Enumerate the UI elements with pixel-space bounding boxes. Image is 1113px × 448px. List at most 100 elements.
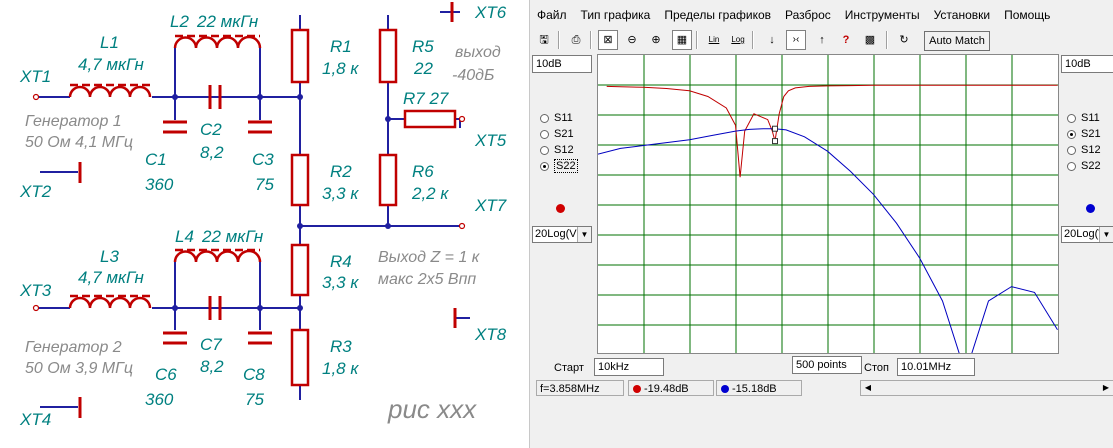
value-c2: 8,2 xyxy=(200,143,224,162)
chevron-down-icon: ▼ xyxy=(577,227,591,242)
menu-tools[interactable]: Инструменты xyxy=(844,8,920,22)
label-l2: L2 xyxy=(170,12,189,31)
points-field[interactable]: 500 points xyxy=(792,356,862,374)
trace-s22 xyxy=(606,84,1058,178)
grid-icon[interactable]: ▩ xyxy=(864,34,876,46)
label-c7: C7 xyxy=(200,335,222,354)
label-l1: L1 xyxy=(100,33,119,52)
rf-simulator-window: Файл Тип графика Пределы графиков Разбро… xyxy=(529,0,1113,448)
label-c6: C6 xyxy=(155,365,177,384)
stop-freq-field[interactable]: 10.01MHz xyxy=(897,358,975,376)
value-r1: 1,8 к xyxy=(322,59,359,78)
label-xt4: XT4 xyxy=(19,410,51,429)
right-scale-field[interactable]: 10dB xyxy=(1061,55,1113,73)
label-r4: R4 xyxy=(330,252,352,271)
left-scale-field[interactable]: 10dB xyxy=(532,55,592,73)
radio-circle xyxy=(540,113,549,123)
out-main-max: макс 2х5 Впп xyxy=(378,271,476,288)
menu-chart-limits[interactable]: Пределы графиков xyxy=(664,8,772,22)
chevron-down-icon: ▼ xyxy=(1099,227,1113,242)
scroll-right-icon[interactable]: ▶ xyxy=(1102,383,1110,392)
label-r1: R1 xyxy=(330,37,352,56)
status-blue-value: -15.18dB xyxy=(716,380,802,396)
left-param-radio-group: S11 S21 S12 S22 xyxy=(540,110,578,174)
value-r6: 2,2 к xyxy=(411,184,449,203)
toolbar-separator xyxy=(886,31,888,49)
value-r5: 22 xyxy=(413,59,433,78)
value-c6: 360 xyxy=(145,390,174,409)
radio-circle xyxy=(540,129,549,139)
label-c1: C1 xyxy=(145,150,167,169)
left-radio-s11[interactable]: S11 xyxy=(540,110,578,126)
marker-s21[interactable] xyxy=(772,125,779,132)
zoom-in-icon[interactable]: ›‹ xyxy=(786,30,806,50)
left-radio-s21[interactable]: S21 xyxy=(540,126,578,142)
right-radio-s12[interactable]: S12 xyxy=(1067,142,1101,158)
ground-bars xyxy=(78,2,457,418)
stop-label: Стоп xyxy=(864,362,889,374)
left-radio-s12[interactable]: S12 xyxy=(540,142,578,158)
gen2-title: Генератор 2 xyxy=(25,339,122,356)
log-scale-button[interactable]: Log xyxy=(731,35,745,44)
label-l4: L4 xyxy=(175,227,194,246)
table-icon[interactable]: ▦ xyxy=(672,30,692,50)
gen1-params: 50 Ом 4,1 МГц xyxy=(25,134,133,151)
terminal-circles xyxy=(32,93,466,312)
radio-circle xyxy=(1067,161,1076,171)
red-dot-icon xyxy=(633,385,641,394)
select-value: 20Log(V xyxy=(1064,228,1106,240)
inductors xyxy=(68,34,262,309)
menu-help[interactable]: Помощь xyxy=(1004,8,1051,22)
toolbar: 🖫 ⎙ ⊠ ⊖ ⊕ ▦ Lin Log ↓ ›‹ ↑ ? ▩ ↻ Auto Ma… xyxy=(530,28,1113,52)
rect-chart-icon[interactable]: ⊠ xyxy=(598,30,618,50)
left-trace-color-dot[interactable] xyxy=(556,204,565,213)
print-icon[interactable]: ⎙ xyxy=(571,34,581,46)
tune-icon[interactable]: ? xyxy=(842,34,850,46)
auto-match-button[interactable]: Auto Match xyxy=(924,31,990,51)
left-radio-s22[interactable]: S22 xyxy=(540,158,578,174)
right-format-select[interactable]: 20Log(V▼ xyxy=(1061,226,1113,243)
menu-settings[interactable]: Установки xyxy=(933,8,991,22)
menu-chart-type[interactable]: Тип графика xyxy=(580,8,651,22)
radio-label: S12 xyxy=(554,144,574,156)
lin-scale-button[interactable]: Lin xyxy=(708,35,720,44)
arrow-down-icon[interactable]: ↓ xyxy=(769,34,775,46)
save-icon[interactable]: 🖫 xyxy=(539,34,549,46)
radio-label: S22 xyxy=(554,159,578,173)
right-radio-s11[interactable]: S11 xyxy=(1067,110,1101,126)
marker-s22[interactable] xyxy=(772,138,779,145)
right-radio-s21[interactable]: S21 xyxy=(1067,126,1101,142)
value-l2: 22 мкГн xyxy=(196,12,259,31)
radio-label: S22 xyxy=(1081,160,1101,172)
toolbar-separator xyxy=(752,31,754,49)
menu-file[interactable]: Файл xyxy=(537,8,567,22)
menu-bar: Файл Тип графика Пределы графиков Разбро… xyxy=(530,6,1057,26)
status-red-text: -19.48dB xyxy=(644,383,689,395)
menu-spread[interactable]: Разброс xyxy=(785,8,831,22)
scroll-left-icon[interactable]: ◀ xyxy=(864,383,872,392)
status-blue-text: -15.18dB xyxy=(732,383,777,395)
right-trace-color-dot[interactable] xyxy=(1086,204,1095,213)
radio-circle xyxy=(540,145,549,155)
smith-chart-icon[interactable]: ⊖ xyxy=(627,34,637,46)
radio-label: S21 xyxy=(1081,128,1101,140)
start-freq-field[interactable]: 10kHz xyxy=(594,358,664,376)
value-r3: 1,8 к xyxy=(322,359,359,378)
right-radio-s22[interactable]: S22 xyxy=(1067,158,1101,174)
value-l3: 4,7 мкГн xyxy=(78,268,145,287)
label-r7: R7 27 xyxy=(403,89,449,108)
plot-area[interactable] xyxy=(597,54,1059,354)
radio-circle xyxy=(1067,129,1076,139)
value-r2: 3,3 к xyxy=(322,184,359,203)
label-r2: R2 xyxy=(330,162,352,181)
refresh-icon[interactable]: ↻ xyxy=(899,34,909,46)
status-red-value: -19.48dB xyxy=(628,380,714,396)
value-c7: 8,2 xyxy=(200,357,224,376)
arrow-up-icon[interactable]: ↑ xyxy=(819,34,825,46)
left-format-select[interactable]: 20Log(V▼ xyxy=(532,226,592,243)
resistors xyxy=(290,28,457,387)
label-xt7: XT7 xyxy=(474,196,507,215)
polar-chart-icon[interactable]: ⊕ xyxy=(651,34,661,46)
horizontal-scrollbar[interactable]: ◀ ▶ xyxy=(860,380,1113,396)
label-xt2: XT2 xyxy=(19,182,52,201)
